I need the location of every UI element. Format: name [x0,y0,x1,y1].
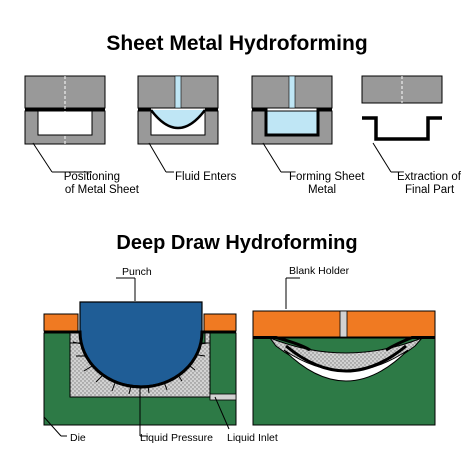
step-4-label-line1: Extraction of [397,171,462,183]
label-punch: Punch [122,266,152,278]
step-4-extraction [361,75,443,173]
pressure-arrows [72,341,208,395]
deep-draw-right [252,310,436,426]
step-2-label: Fluid Enters [175,171,237,183]
title-deep-draw: Deep Draw Hydroforming [116,232,357,254]
step-4-label-line2: Final Part [405,184,455,196]
title-sheet-metal: Sheet Metal Hydroforming [106,32,367,55]
label-blank-holder: Blank Holder [289,265,350,277]
label-liquid-inlet: Liquid Inlet [227,432,278,444]
step-3-label-line1: Forming Sheet [289,171,365,183]
step-3-forming [251,75,333,173]
step-1-label-line2: of Metal Sheet [65,184,140,196]
step-2-fluid-enters [137,75,219,173]
label-liquid-pressure: Liquid Pressure [140,432,213,444]
step-3-label-line2: Metal [308,184,336,196]
deep-leaders [43,277,300,437]
deep-draw-left [43,301,237,426]
step-1-label-line1: Positioning [64,171,120,183]
label-die: Die [70,432,86,444]
step-1-positioning [24,75,106,173]
